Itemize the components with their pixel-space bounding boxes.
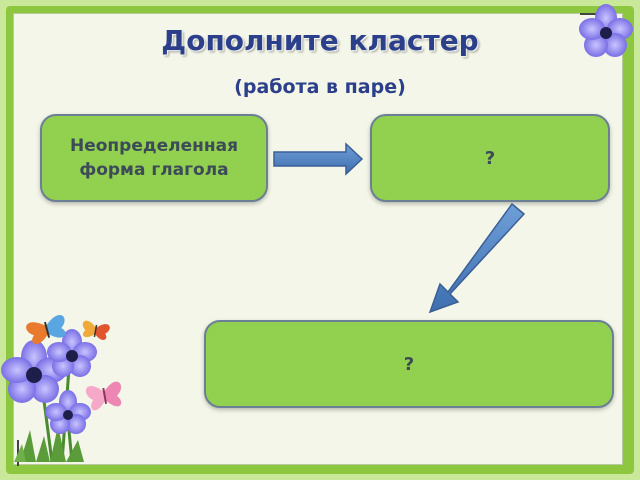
slide-title: Дополните кластер <box>161 24 479 57</box>
anemone-flower-icon <box>579 4 633 57</box>
slide-subtitle: (работа в паре) <box>234 76 406 98</box>
butterfly-icon <box>82 320 110 340</box>
flower-bouquet-decoration <box>1 314 122 463</box>
anemone-flower-icon <box>47 329 97 377</box>
cluster-node-question-1-label: ? <box>484 147 496 169</box>
cluster-node-start: Неопределенная форма глагола <box>40 114 268 202</box>
cluster-node-question-1: ? <box>370 114 610 202</box>
butterfly-icon <box>26 314 66 344</box>
cluster-node-question-2-label: ? <box>403 353 415 375</box>
arrow-down-left-icon <box>428 202 526 314</box>
arrow-right-icon <box>273 142 364 176</box>
cluster-node-start-label: Неопределенная форма глагола <box>70 136 238 180</box>
cluster-node-question-2: ? <box>204 320 614 408</box>
anemone-flower-icon <box>45 390 91 434</box>
butterfly-icon <box>85 381 122 411</box>
